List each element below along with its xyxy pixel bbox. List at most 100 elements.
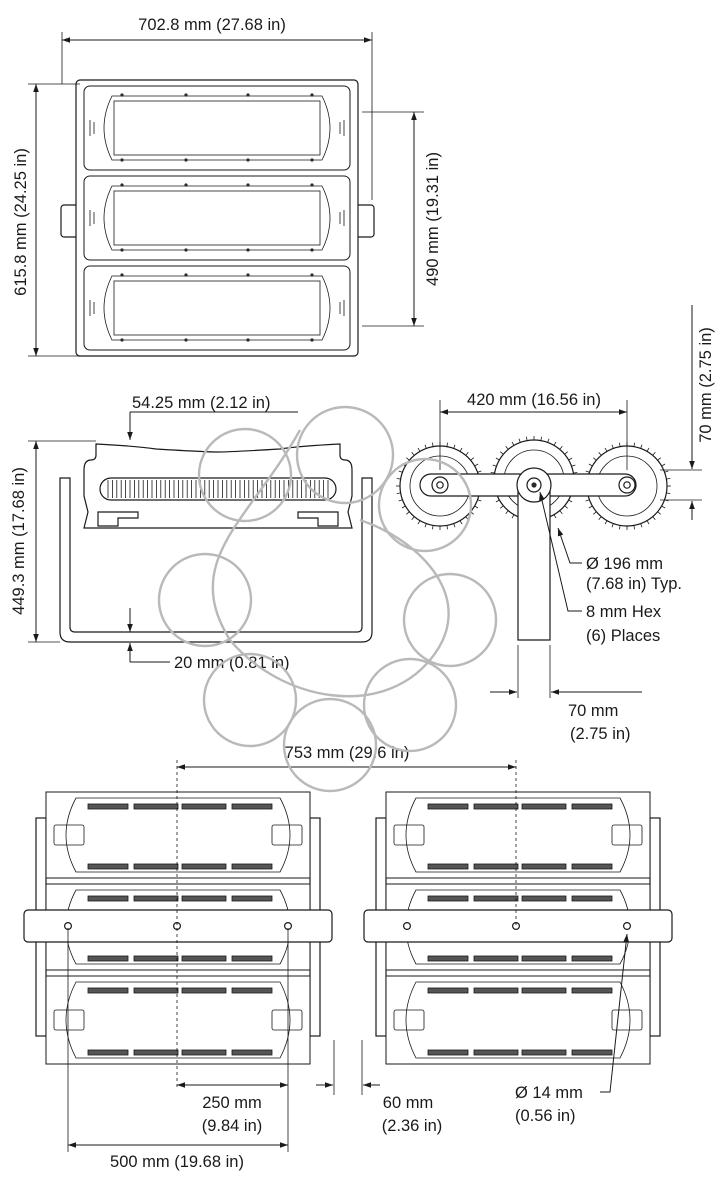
top-cylinder-tick [432, 442, 434, 447]
rear-panel-vent [427, 895, 469, 902]
rear-panel-vent [231, 895, 273, 902]
front-panel-screw [184, 273, 188, 277]
rear-mount-hole [403, 921, 412, 930]
rear-panel-vent [571, 803, 613, 810]
side-view [59, 443, 373, 643]
top-cylinder-tick [593, 457, 597, 461]
rear-panel-vent [181, 955, 227, 962]
hole-dia-label-line2: (0.56 in) [515, 1107, 576, 1125]
top-cylinder-tick [505, 510, 509, 514]
front-panel-screw [184, 183, 188, 187]
yoke-span-label: 490 mm (19.31 in) [424, 152, 442, 286]
rear-panel-vent [133, 1049, 179, 1056]
rear-panel-vent [231, 987, 273, 994]
rear-panel-vent [181, 987, 227, 994]
top-cylinder-tick [500, 451, 504, 455]
front-panel-screw [120, 273, 124, 277]
rear-panel-vent [427, 987, 469, 994]
rear-panel-vent [571, 1049, 613, 1056]
top-cylinder-tick [540, 436, 542, 441]
top-cylinder-tick [559, 446, 563, 450]
front-panel-screw [120, 158, 124, 162]
rear-view-right [363, 791, 673, 1065]
top-cylinder-tick [490, 472, 495, 474]
rear-panel-vent [181, 895, 227, 902]
rear-panel-vent [87, 987, 129, 994]
top-view [396, 436, 671, 641]
hole-spacing-label-line2: (9.84 in) [202, 1117, 263, 1135]
front-panel-side-mark [89, 300, 95, 316]
rear-view-left [23, 791, 333, 1065]
rear-panel-vent [473, 955, 519, 962]
front-lens [113, 190, 321, 246]
top-cylinder-tick [453, 444, 456, 449]
diameter-label-line1: Ø 196 mm [586, 555, 663, 573]
top-view-dimensions [439, 305, 702, 698]
top-cylinder-tick [459, 520, 463, 525]
top-cylinder-tick [526, 436, 528, 441]
front-panel-screw [310, 158, 314, 162]
top-cylinder-tick [661, 505, 666, 509]
top-cylinder-tick [411, 516, 415, 520]
top-cylinder-tick [406, 457, 410, 461]
front-panel-screw [310, 273, 314, 277]
top-cylinder-tick [446, 525, 448, 530]
front-panel-screw [310, 248, 314, 252]
front-panel-screw [246, 93, 250, 97]
top-cylinder-tick [470, 457, 474, 461]
rear-panel-vent [571, 895, 613, 902]
rear-panel-vent [231, 803, 273, 810]
front-panel [83, 175, 351, 261]
front-panel-screw [184, 338, 188, 342]
front-panel-side-mark [89, 120, 95, 136]
rear-panel-vent [571, 987, 613, 994]
hex-label-line1: 8 mm Hex [586, 603, 662, 621]
rear-panel-vent [427, 1049, 469, 1056]
rear-panel-vent [521, 895, 567, 902]
rear-panel-vent [87, 803, 129, 810]
top-cylinder-tick [505, 446, 509, 450]
rear-panel-vent [87, 1049, 129, 1056]
rear-panel-vent [571, 863, 613, 870]
rear-panel-vent [87, 895, 129, 902]
rear-panel-vent [521, 863, 567, 870]
top-cylinder-tick [495, 457, 500, 461]
top-cylinder-tick [661, 463, 666, 467]
top-cylinder-tick [424, 523, 427, 528]
top-cylinder-tick [588, 463, 593, 467]
top-cylinder-tick [564, 451, 568, 455]
front-panel-screw [246, 338, 250, 342]
top-cylinder-tick [396, 478, 401, 480]
top-cylinder-tick [477, 470, 482, 473]
front-panel-screw [120, 248, 124, 252]
rear-panel-outline [65, 981, 291, 1059]
yoke-width-label-line2: (2.75 in) [570, 725, 631, 743]
rear-panel-vent [133, 895, 179, 902]
rear-panel-vent [181, 803, 227, 810]
top-cylinder-tick [611, 523, 614, 528]
top-cylinder-tick [646, 520, 650, 525]
front-view [60, 79, 375, 357]
rear-panel-vent [181, 1049, 227, 1056]
top-cylinder-tick [396, 492, 401, 494]
top-cylinder-tick [619, 442, 621, 447]
top-cylinder-tick [406, 511, 410, 515]
front-panel-screw [246, 273, 250, 277]
top-cylinder-tick [559, 510, 563, 514]
front-panel-screw [310, 338, 314, 342]
rear-panel-vent [181, 863, 227, 870]
top-cylinder-tick [652, 516, 656, 520]
rear-panel-vent [473, 803, 519, 810]
front-panel-screw [246, 248, 250, 252]
front-lens-outline [103, 275, 331, 341]
top-cylinder-tick [492, 464, 497, 467]
top-cylinder-tick [511, 441, 515, 446]
rear-panel-vent [427, 863, 469, 870]
front-panel-screw [246, 183, 250, 187]
depth-right-label: 70 mm (2.75 in) [697, 327, 715, 443]
front-panel-side-mark [339, 210, 345, 226]
top-cylinder-tick [417, 447, 421, 452]
top-cylinder-tick [657, 511, 661, 515]
watermark-logo [157, 405, 498, 793]
